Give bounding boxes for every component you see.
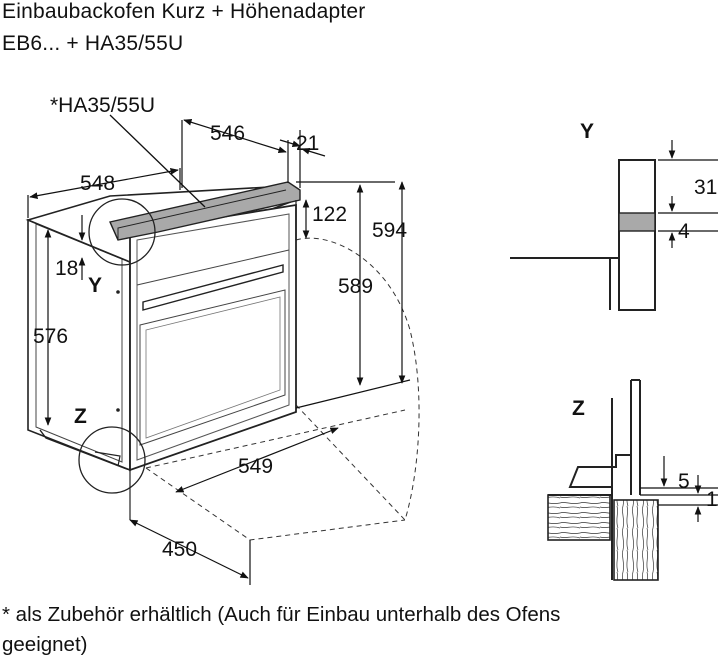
title-line-1: Einbaubackofen Kurz + Höhenadapter [2,0,366,23]
dim-549: 549 [238,455,273,478]
dim-5: 5 [678,470,690,493]
dim-1: 1 [706,488,718,511]
dim-18: 18 [55,257,78,280]
dim-594: 594 [372,219,407,242]
dim-548: 548 [80,172,115,195]
dim-21: 21 [296,132,319,155]
dimension-labels: 546 21 548 122 594 18 589 576 549 450 [33,122,407,561]
detail-z: Z 5 1 [547,379,718,581]
dim-4: 4 [678,220,690,243]
label-z-main: Z [74,405,87,428]
dim-589: 589 [338,275,373,298]
dim-31: 31 [694,176,717,199]
detail-z-circle [78,426,146,494]
label-y-main: Y [88,274,102,297]
label-y-detail: Y [580,120,594,143]
label-z-detail: Z [572,397,585,420]
dim-546: 546 [210,122,245,145]
oven-drawing [25,181,420,541]
accessory-leader [109,114,206,208]
detail-y: Y 31 4 [510,120,718,311]
accessory-label: *HA35/55U [50,94,155,117]
detail-y-circle [88,198,156,266]
dim-576: 576 [33,325,68,348]
dim-122: 122 [312,203,347,226]
dim-450: 450 [162,538,197,561]
title-line-2: EB6... + HA35/55U [2,32,184,55]
footnote-line-1: * als Zubehör erhältlich (Auch für Einba… [2,603,561,626]
footnote-line-2: geeignet) [2,633,88,656]
